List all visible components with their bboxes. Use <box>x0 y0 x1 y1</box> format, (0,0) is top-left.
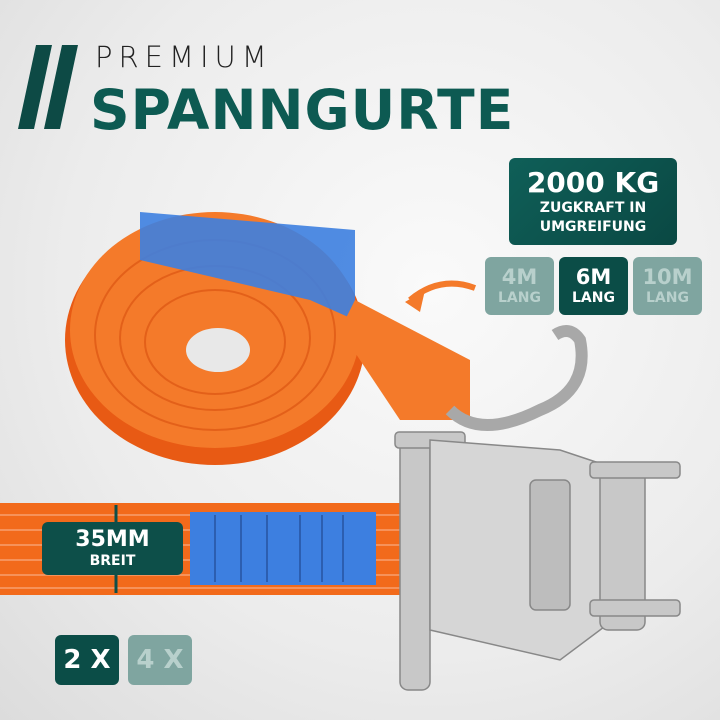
page-title: SPANNGURTE <box>90 78 515 142</box>
length-unit: LANG <box>498 290 541 306</box>
brand-slash-logo <box>18 45 78 129</box>
strap-label-image <box>190 512 376 585</box>
quantity-option-4x[interactable]: 4 X <box>128 635 192 685</box>
length-option-10m[interactable]: 10M LANG <box>633 257 702 315</box>
length-value: 10M <box>642 265 693 289</box>
hook-image <box>445 325 588 431</box>
width-value: 35MM <box>75 527 150 552</box>
length-unit: LANG <box>572 290 615 306</box>
length-value: 6M <box>575 265 612 289</box>
length-value: 4M <box>501 265 538 289</box>
strength-line2: UMGREIFUNG <box>539 218 647 235</box>
ratchet-image <box>394 431 681 691</box>
strength-value: 2000 KG <box>526 165 660 199</box>
length-option-6m[interactable]: 6M LANG <box>559 257 628 315</box>
width-badge: 35MM BREIT <box>42 522 183 575</box>
width-unit: BREIT <box>89 553 136 569</box>
quantity-option-2x[interactable]: 2 X <box>55 635 119 685</box>
eyebrow-text: PREMIUM <box>95 40 273 74</box>
length-unit: LANG <box>646 290 689 306</box>
length-option-4m[interactable]: 4M LANG <box>485 257 554 315</box>
strength-line1: ZUGKRAFT IN <box>539 199 647 216</box>
strap-coil-image <box>65 212 470 465</box>
strength-badge: 2000 KG ZUGKRAFT IN UMGREIFUNG <box>509 158 677 245</box>
